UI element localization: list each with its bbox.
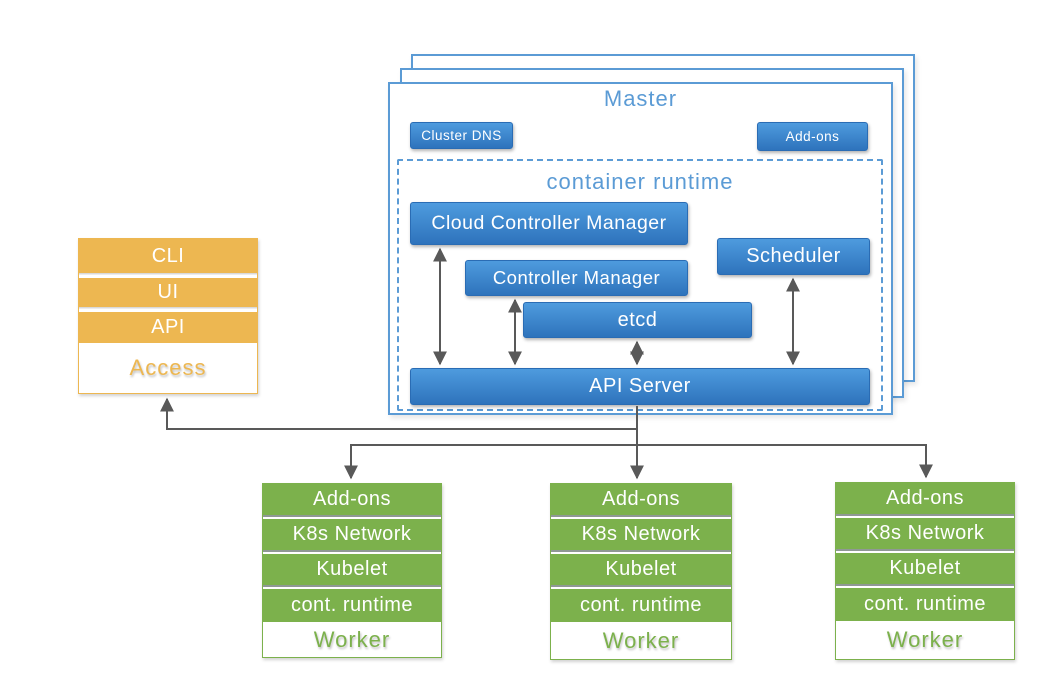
worker2-item-cont-runtime: cont. runtime	[551, 589, 731, 622]
master-addons-node: Add-ons	[757, 122, 868, 151]
access-item-api-label: API	[151, 316, 185, 338]
worker2-item-cont-runtime-label: cont. runtime	[579, 594, 703, 616]
access-item-cli-label: CLI	[151, 244, 185, 267]
worker-panel-2: Add-ons K8s Network Kubelet cont. runtim…	[550, 483, 732, 660]
worker1-item-cont-runtime: cont. runtime	[263, 589, 441, 622]
worker3-item-cont-runtime-label: cont. runtime	[863, 593, 987, 615]
cloud-controller-manager-node: Cloud Controller Manager	[410, 202, 688, 245]
separator	[551, 550, 731, 554]
master-title: Master	[603, 86, 678, 111]
worker3-item-cont-runtime: cont. runtime	[836, 588, 1014, 621]
separator	[79, 307, 257, 312]
container-runtime-title: container runtime	[546, 169, 734, 194]
container-runtime-group	[397, 159, 883, 411]
separator	[551, 585, 731, 589]
worker1-item-addons: Add-ons	[263, 484, 441, 515]
worker2-item-k8s-network: K8s Network	[551, 519, 731, 550]
worker2-item-kubelet: Kubelet	[551, 554, 731, 585]
separator	[836, 584, 1014, 588]
worker1-item-k8s-network: K8s Network	[263, 519, 441, 550]
worker2-item-addons-label: Add-ons	[602, 488, 680, 510]
worker1-title: Worker	[313, 626, 391, 652]
worker1-item-kubelet-label: Kubelet	[316, 558, 388, 580]
controller-manager-node: Controller Manager	[465, 260, 688, 296]
worker3-item-addons: Add-ons	[836, 483, 1014, 514]
etcd-node: etcd	[523, 302, 752, 338]
worker3-title: Worker	[886, 627, 964, 652]
separator	[551, 515, 731, 519]
access-item-cli: CLI	[79, 239, 257, 273]
worker2-item-addons: Add-ons	[551, 484, 731, 515]
cloud-controller-manager-label: Cloud Controller Manager	[431, 212, 667, 234]
arrow-apiserver-worker3	[637, 444, 933, 479]
worker2-item-k8s-network-label: K8s Network	[581, 523, 701, 545]
worker1-item-cont-runtime-label: cont. runtime	[290, 594, 414, 616]
worker1-item-k8s-network-label: K8s Network	[292, 523, 412, 545]
worker3-item-k8s-network-label: K8s Network	[865, 522, 985, 544]
separator	[263, 585, 441, 589]
etcd-label: etcd	[617, 308, 658, 331]
worker1-item-addons-label: Add-ons	[313, 488, 391, 510]
access-item-api: API	[79, 312, 257, 343]
arrow-apiserver-worker1	[344, 444, 637, 480]
worker-panel-3: Add-ons K8s Network Kubelet cont. runtim…	[835, 482, 1015, 660]
api-server-node: API Server	[410, 368, 870, 405]
worker3-item-addons-label: Add-ons	[886, 487, 964, 509]
scheduler-node: Scheduler	[717, 238, 870, 275]
separator	[263, 515, 441, 519]
worker2-title: Worker	[602, 627, 680, 653]
separator	[836, 514, 1014, 518]
access-item-ui-label: UI	[157, 281, 179, 303]
cluster-dns-label: Cluster DNS	[421, 128, 502, 143]
worker3-item-kubelet-label: Kubelet	[889, 557, 961, 579]
access-title: Access	[129, 355, 207, 380]
worker2-item-kubelet-label: Kubelet	[605, 558, 677, 580]
separator	[79, 273, 257, 278]
separator	[263, 550, 441, 554]
api-server-label: API Server	[589, 375, 691, 397]
worker-panel-1: Add-ons K8s Network Kubelet cont. runtim…	[262, 483, 442, 658]
worker3-item-k8s-network: K8s Network	[836, 518, 1014, 549]
controller-manager-label: Controller Manager	[492, 267, 661, 288]
access-item-ui: UI	[79, 278, 257, 307]
master-addons-label: Add-ons	[785, 129, 840, 144]
access-panel: CLI UI API Access	[78, 238, 258, 394]
worker1-item-kubelet: Kubelet	[263, 554, 441, 585]
scheduler-label: Scheduler	[746, 245, 841, 267]
worker3-item-kubelet: Kubelet	[836, 553, 1014, 584]
separator	[836, 549, 1014, 553]
cluster-dns-node: Cluster DNS	[410, 122, 513, 149]
